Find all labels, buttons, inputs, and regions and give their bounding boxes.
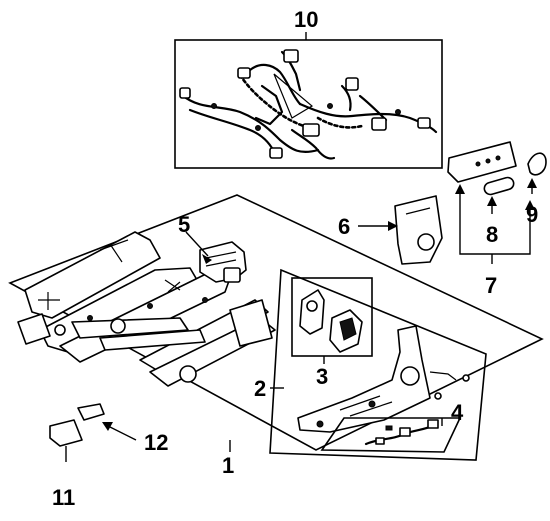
- knob-group: [447, 141, 547, 264]
- callout-6: 6: [338, 214, 350, 239]
- callout-12: 12: [144, 430, 168, 455]
- seat-track-frame-illustration: [17, 231, 276, 387]
- harness-box: [174, 39, 443, 169]
- switch-illustration: [299, 289, 363, 353]
- switch-subbox: [291, 277, 373, 357]
- callout-9: 9: [526, 202, 538, 227]
- knob-bracket: [459, 188, 531, 255]
- recliner-arm-illustration: [297, 325, 470, 433]
- connector-illustration: [49, 419, 83, 447]
- callout-1: 1: [222, 453, 234, 478]
- arrows: [102, 178, 537, 441]
- actuator-leader: [185, 231, 209, 257]
- recliner-outline: [269, 268, 487, 461]
- actuator-illustration: [199, 241, 247, 283]
- loose-parts: [49, 403, 105, 462]
- cover-illustration: [394, 195, 443, 265]
- callout-5: 5: [178, 212, 190, 237]
- callout-11: 11: [52, 485, 75, 510]
- harness-group: [174, 32, 443, 169]
- switch-panel: [447, 141, 517, 183]
- sub-harness-illustration: [364, 419, 439, 446]
- wiring-harness-illustration: [179, 49, 438, 160]
- recliner-group: [269, 268, 487, 461]
- seat-track-group: [8, 194, 544, 461]
- callout-7: 7: [485, 273, 497, 298]
- callout-4: 4: [451, 400, 464, 425]
- callout-3: 3: [316, 364, 328, 389]
- knob-cap: [527, 152, 547, 176]
- knob-handle: [483, 176, 515, 196]
- callout-10: 10: [294, 7, 318, 32]
- callout-2: 2: [254, 376, 266, 401]
- callout-8: 8: [486, 222, 498, 247]
- seat-track-outline: [8, 194, 544, 451]
- harness-subbox: [320, 417, 462, 453]
- clip-illustration: [77, 403, 105, 421]
